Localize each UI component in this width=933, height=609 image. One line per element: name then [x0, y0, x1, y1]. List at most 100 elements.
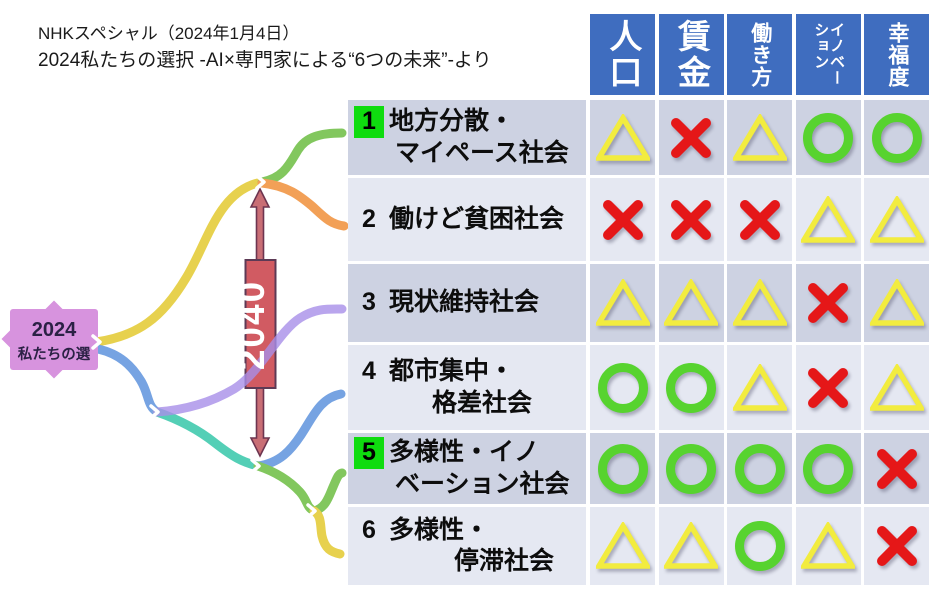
source-caption: NHKスペシャル（2024年1月4日） 2024私たちの選択 -AI×専門家によ…	[38, 22, 492, 74]
rating-cell	[590, 100, 655, 175]
triangle-icon	[595, 279, 650, 326]
rating-cell	[590, 345, 655, 430]
column-header-label: 幸福度	[885, 21, 909, 88]
rating-cell	[795, 507, 861, 585]
rating-cell	[727, 345, 793, 430]
root-node-year: 2024	[32, 319, 77, 341]
rating-cell	[864, 100, 930, 175]
scenario-number: 3	[362, 288, 376, 317]
triangle-icon	[869, 363, 924, 411]
scenario-label: 2 働けど貧困社会	[348, 178, 586, 261]
scenario-label-line1: 多様性・	[389, 515, 490, 544]
triangle-icon	[664, 279, 719, 326]
branch-to-scenario-1	[257, 128, 347, 187]
branch-trunk-lower2	[152, 407, 263, 471]
circle-icon	[803, 112, 854, 163]
column-header-label: 人口	[604, 18, 642, 91]
scenario-row-4: 4 都市集中・格差社会	[348, 345, 933, 430]
branch-to-scenario-5	[309, 468, 347, 516]
triangle-icon	[595, 113, 650, 161]
rating-cell	[658, 345, 724, 430]
rating-cell	[727, 507, 793, 585]
triangle-icon	[732, 279, 787, 326]
scenario-label-line2: ベーション社会	[395, 469, 570, 498]
root-node-label: 私たちの選	[18, 346, 91, 363]
rating-cell	[795, 178, 861, 261]
circle-icon	[666, 362, 717, 413]
triangle-icon	[732, 363, 787, 411]
root-node-2024: 2024 私たちの選	[1, 300, 98, 379]
scenario-number: 2	[362, 204, 376, 233]
rating-cell	[590, 433, 655, 504]
cross-icon	[739, 199, 780, 240]
rating-cell	[727, 433, 793, 504]
rating-cell	[795, 433, 861, 504]
branch-to-scenario-3	[152, 304, 347, 417]
scenario-label-line1: 現状維持社会	[389, 288, 540, 317]
source-caption-line1: NHKスペシャル（2024年1月4日）	[38, 24, 300, 43]
cross-icon	[602, 199, 643, 240]
cross-icon	[876, 448, 917, 489]
circle-icon	[597, 362, 648, 413]
circle-icon	[597, 443, 648, 494]
scenario-label-line2: 停滞社会	[454, 547, 555, 575]
cross-icon	[808, 283, 849, 323]
scenario-number: 4	[362, 357, 376, 386]
scenario-row-6: 6 多様性・停滞社会	[348, 507, 933, 585]
rating-cell	[864, 178, 930, 261]
rating-cell	[658, 178, 724, 261]
branch-to-scenario-4	[253, 389, 346, 471]
column-header-label: イノベーション	[812, 21, 846, 86]
column-header-4: イノベーション	[795, 14, 861, 95]
rating-cell	[864, 264, 930, 342]
triangle-icon	[869, 195, 924, 243]
rating-cell	[658, 100, 724, 175]
triangle-icon	[732, 113, 787, 161]
rating-cell	[795, 100, 861, 175]
rating-cell	[658, 507, 724, 585]
circle-icon	[871, 112, 922, 163]
scenario-row-3: 3 現状維持社会	[348, 264, 933, 342]
mindmap-diagram: 2040 2024 私たちの選	[1, 128, 349, 559]
scenario-label-line1: 地方分散・	[389, 107, 515, 136]
column-header-2: 賃金	[658, 14, 724, 95]
triangle-icon	[869, 279, 924, 326]
cross-icon	[808, 367, 849, 408]
rating-cell	[795, 345, 861, 430]
scenario-label-line1: 都市集中・	[389, 357, 515, 386]
scenario-number: 6	[362, 515, 376, 544]
rating-cell	[727, 178, 793, 261]
scenario-row-2: 2 働けど貧困社会	[348, 178, 933, 261]
branch-trunk-lower	[93, 344, 162, 417]
junction-chevrons	[91, 174, 317, 519]
column-header-3: 働き方	[727, 14, 793, 95]
rating-cell	[658, 433, 724, 504]
column-header-label: 働き方	[748, 21, 772, 88]
column-header-1: 人口	[590, 14, 655, 95]
rating-cell	[590, 264, 655, 342]
branch-trunk-upper	[91, 177, 267, 347]
branch-to-scenario-6	[309, 506, 345, 559]
source-caption-line2: 2024私たちの選択 -AI×専門家による“6つの未来”-より	[38, 49, 492, 71]
rating-cell	[864, 345, 930, 430]
scenario-label: 6 多様性・停滞社会	[348, 507, 586, 585]
rating-cell	[795, 264, 861, 342]
rating-cell	[727, 100, 793, 175]
scenario-number-highlighted: 5	[354, 437, 384, 469]
rating-cell	[658, 264, 724, 342]
circle-icon	[666, 443, 717, 494]
scenario-label: 3 現状維持社会	[348, 264, 586, 342]
rating-cell	[590, 178, 655, 261]
rating-cell	[727, 264, 793, 342]
cross-icon	[671, 199, 712, 240]
scenario-label-line2: 格差社会	[432, 388, 533, 417]
cross-icon	[671, 117, 712, 158]
column-header-5: 幸福度	[864, 14, 930, 95]
scenario-label-line1: 働けど貧困社会	[389, 204, 565, 233]
scenario-label-line2: マイペース社会	[395, 138, 569, 167]
rating-cell	[864, 507, 930, 585]
